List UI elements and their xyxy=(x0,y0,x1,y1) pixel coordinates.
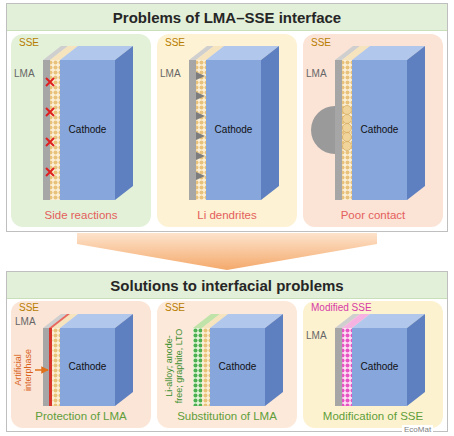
part-label: LMA xyxy=(306,68,327,80)
cathode-block xyxy=(206,46,279,200)
caption-text: Protection of LMA xyxy=(13,409,149,423)
panel-ground xyxy=(11,34,151,227)
solid-electrolyte xyxy=(50,328,60,406)
lithium-anode xyxy=(189,60,196,200)
caption-text: Side reactions xyxy=(13,208,149,222)
cathode-block xyxy=(60,46,133,200)
caption-text: Substitution of LMA xyxy=(159,409,295,423)
caption-text: Poor contact xyxy=(305,208,441,222)
watermark: EcoMat xyxy=(402,425,433,435)
lithium-anode xyxy=(43,328,50,406)
cathode-block xyxy=(210,314,283,406)
part-label: Modified SSE xyxy=(311,302,372,314)
part-label: Cathode xyxy=(361,361,399,373)
caption-text: Li dendrites xyxy=(159,208,295,222)
panel-ground xyxy=(303,34,443,227)
reaction-mark xyxy=(46,78,54,176)
part-label: Cathode xyxy=(219,361,257,373)
cell-stack xyxy=(311,46,425,200)
dendrite xyxy=(196,72,205,180)
solid-electrolyte xyxy=(202,328,210,406)
cell-stack xyxy=(189,46,279,200)
part-label: SSE xyxy=(311,37,331,49)
lithium-anode xyxy=(335,328,342,406)
panel-ground xyxy=(157,34,297,227)
cell-stack xyxy=(43,46,133,200)
alternative-anode xyxy=(193,328,202,406)
artificial-interphase xyxy=(49,328,52,406)
panel-ground xyxy=(303,301,443,428)
flow-arrow xyxy=(77,233,377,270)
vertical-label: Artificial interphase xyxy=(13,340,33,400)
cell-stack xyxy=(35,314,133,406)
electrolyte-grains xyxy=(343,106,352,151)
panel-ground xyxy=(157,301,297,428)
part-label: LMA xyxy=(15,316,36,328)
vertical-label: Li-alloy; anode-free; graphite, LTO xyxy=(164,327,184,405)
caption-text: Modification of SSE xyxy=(305,409,441,423)
cell-stack xyxy=(335,314,425,406)
part-label: SSE xyxy=(19,37,39,49)
void-contact xyxy=(311,106,335,154)
modified-electrolyte xyxy=(342,328,352,406)
part-label: Cathode xyxy=(215,124,253,136)
header-band: Solutions to interfacial problems xyxy=(7,272,447,299)
part-label: LMA xyxy=(160,68,181,80)
part-label: LMA xyxy=(306,330,327,342)
lithium-anode xyxy=(335,60,342,200)
part-label: SSE xyxy=(165,37,185,49)
cathode-block xyxy=(352,46,425,200)
edge-group xyxy=(77,233,377,270)
solid-electrolyte xyxy=(196,60,206,200)
panel-title: Problems of LMA–SSE interface xyxy=(113,9,341,26)
part-label: SSE xyxy=(19,302,39,314)
cell-stack xyxy=(193,314,283,406)
part-label: Cathode xyxy=(69,124,107,136)
cathode-block xyxy=(352,314,425,406)
part-label: SSE xyxy=(165,302,185,314)
pointer-arrow xyxy=(35,369,48,371)
solid-electrolyte xyxy=(342,60,352,200)
part-label: Cathode xyxy=(69,361,107,373)
cathode-block xyxy=(60,314,133,406)
panel-box: Solutions to interfacial problemsProtect… xyxy=(6,271,448,432)
part-label: Cathode xyxy=(361,124,399,136)
part-label: LMA xyxy=(14,68,35,80)
panel-box: Problems of LMA–SSE interfaceSide reacti… xyxy=(6,3,448,232)
panel-ground xyxy=(11,301,151,428)
panel-title: Solutions to interfacial problems xyxy=(110,277,343,294)
header-band: Problems of LMA–SSE interface xyxy=(7,4,447,31)
